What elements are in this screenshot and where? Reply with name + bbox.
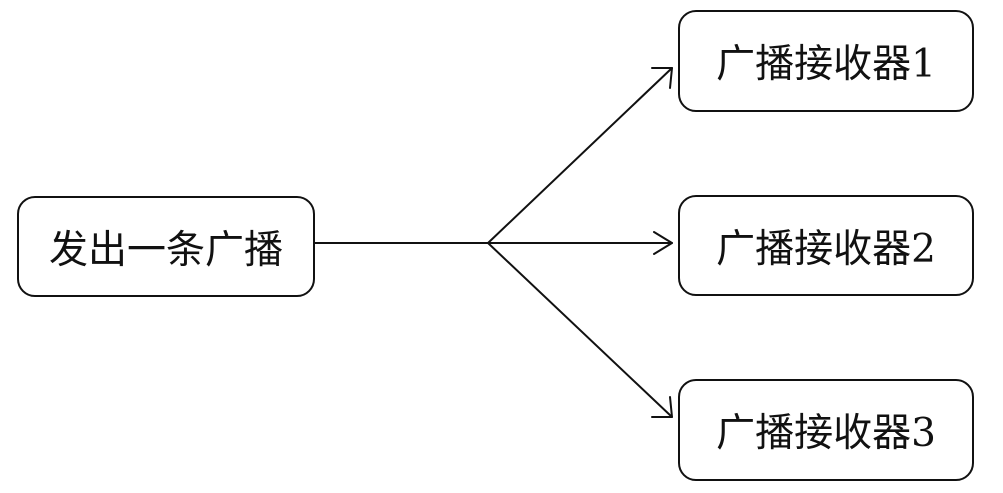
receiver-label-3: 广播接收器3 [716,411,936,456]
receiver-label-2: 广播接收器2 [716,226,936,272]
receiver-label-1: 广播接收器1 [716,42,936,87]
arrowhead-receiver-3 [651,396,673,418]
receiver-node-2: 广播接收器2 [678,195,974,296]
source-node: 发出一条广播 [17,196,315,297]
edge-to-receiver-1 [487,67,673,244]
receiver-node-3: 广播接收器3 [678,379,974,481]
source-label: 发出一条广播 [48,227,283,273]
arrowhead-receiver-1 [651,67,673,89]
arrowhead-receiver-2 [653,231,673,255]
receiver-node-1: 广播接收器1 [678,10,974,112]
edge-to-receiver-3 [487,242,673,418]
